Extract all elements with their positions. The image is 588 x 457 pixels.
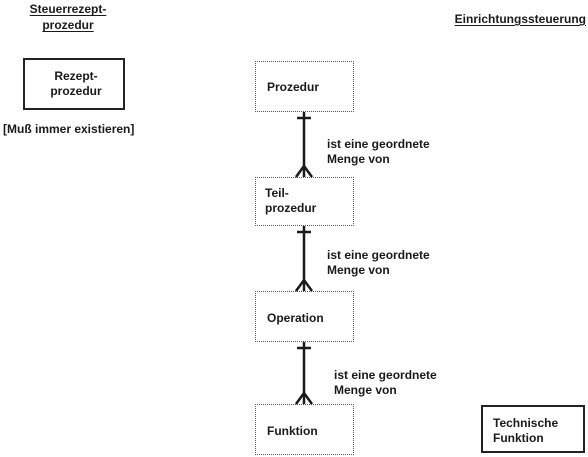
connector-operation-funktion <box>294 342 314 405</box>
relation-2-line-1: ist eine geordnete <box>327 248 430 262</box>
teilprozedur-label-line-1: Teil- <box>265 186 289 200</box>
relation-1-line-1: ist eine geordnete <box>327 137 430 151</box>
relation-label-2: ist eine geordnete Menge von <box>327 248 430 278</box>
relation-label-3: ist eine geordnete Menge von <box>334 368 437 398</box>
funktion-label: Funktion <box>267 424 318 438</box>
rezeptprozedur-label-line-2: prozedur <box>50 84 102 98</box>
technische-funktion-box: Technische Funktion <box>481 405 585 453</box>
must-exist-note: [Muß immer existieren] <box>3 122 135 136</box>
relation-1-line-2: Menge von <box>327 152 390 166</box>
relation-label-1: ist eine geordnete Menge von <box>327 137 430 167</box>
connector-prozedur-teilprozedur <box>294 112 314 178</box>
relation-3-line-2: Menge von <box>334 383 397 397</box>
teilprozedur-label-line-2: prozedur <box>265 201 317 215</box>
operation-box: Operation <box>255 291 354 342</box>
prozedur-label: Prozedur <box>267 80 320 94</box>
header-left-line-2: prozedur <box>42 18 94 32</box>
header-steuerrezeptprozedur: Steuerrezept- prozedur <box>18 1 118 33</box>
operation-label: Operation <box>267 311 324 325</box>
teilprozedur-box: Teil- prozedur <box>255 177 354 226</box>
teilprozedur-label: Teil- prozedur <box>265 186 316 216</box>
rezeptprozedur-label: Rezept- prozedur <box>41 69 111 99</box>
rezeptprozedur-box: Rezept- prozedur <box>23 58 125 110</box>
prozedur-box: Prozedur <box>255 61 354 112</box>
technische-funktion-label-line-2: Funktion <box>493 431 544 445</box>
technische-funktion-label: Technische Funktion <box>493 416 558 446</box>
header-left-line-1: Steuerrezept- <box>29 2 107 16</box>
funktion-box: Funktion <box>255 404 354 455</box>
technische-funktion-label-line-1: Technische <box>493 416 559 430</box>
header-einrichtungssteuerung: Einrichtungssteuerung <box>454 12 586 26</box>
rezeptprozedur-label-line-1: Rezept- <box>54 69 98 83</box>
relation-2-line-2: Menge von <box>327 263 390 277</box>
relation-3-line-1: ist eine geordnete <box>334 368 437 382</box>
connector-teilprozedur-operation <box>294 226 314 292</box>
